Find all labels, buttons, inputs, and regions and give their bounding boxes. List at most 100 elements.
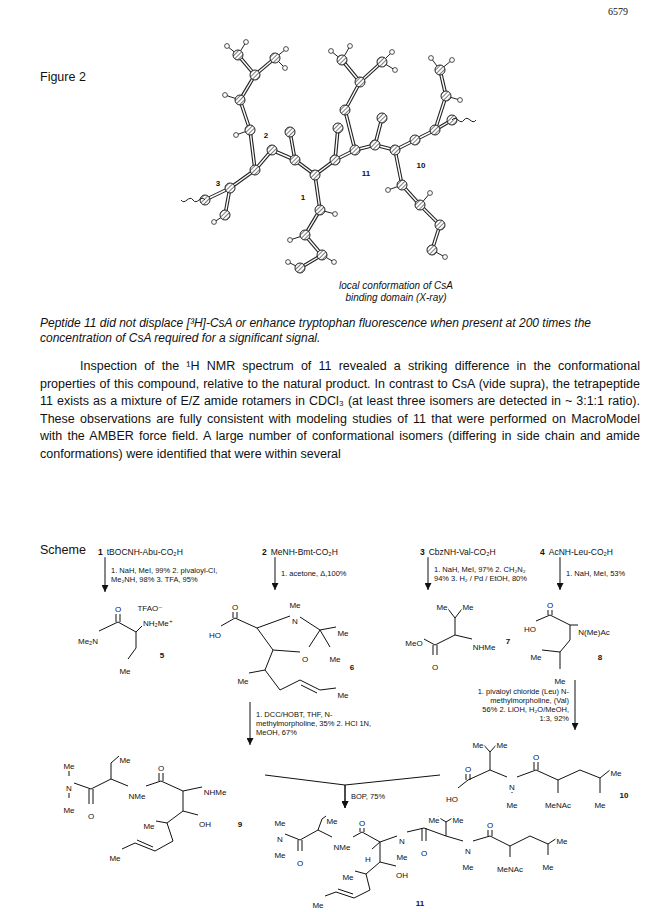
compound-number: 5 (159, 652, 165, 660)
atom-label: O (301, 656, 309, 664)
reagent-label: 1. acetone, Δ,100% (281, 569, 381, 578)
atom-label: Me (341, 874, 354, 882)
bond (257, 616, 290, 628)
bond (570, 625, 578, 626)
atom (285, 127, 295, 137)
reaction-arrow (345, 775, 440, 808)
bond (320, 688, 336, 690)
atom-label: NH₂Me⁺ (142, 620, 174, 628)
atom (377, 113, 387, 123)
atom-label: O (358, 820, 366, 828)
bond (560, 640, 570, 652)
reaction-arrow (105, 557, 106, 592)
bond (353, 832, 362, 837)
bond (167, 811, 183, 823)
atom-label: Me (108, 855, 121, 863)
label-anchor: 1. DCC/HOBT, THF, N-methylmorpholine, 35… (256, 710, 381, 737)
bond (99, 622, 118, 631)
atom-label: O (231, 604, 239, 612)
bond (285, 834, 300, 840)
atom (397, 180, 407, 190)
atom (430, 125, 440, 135)
atom-label: Me (325, 818, 338, 826)
compound-number: 9 (237, 821, 243, 829)
atom-label: NHMe (472, 644, 497, 652)
atom-label: Me (471, 742, 484, 750)
atom-label: Me (336, 692, 349, 700)
bond (407, 828, 424, 832)
bond (560, 652, 561, 669)
bond (435, 635, 455, 645)
compound-number: 4 (540, 547, 545, 557)
bond (446, 822, 447, 836)
atom (250, 165, 260, 175)
atom-label: O (464, 766, 472, 774)
chain-break (181, 198, 205, 201)
atom (300, 230, 310, 240)
label-anchor: Figure 2 (40, 70, 86, 84)
bond (422, 828, 423, 841)
atom-label: Me (435, 604, 448, 612)
atom-label: N (508, 784, 516, 792)
hydrogen-atom (332, 260, 337, 265)
bond (580, 770, 600, 778)
atom-label: O (420, 850, 428, 858)
reaction-arrow (275, 557, 276, 590)
atom-label: N (65, 785, 73, 793)
compound-structure: MeMeMeMeOONNMeNMeNOMeMeHOMeMeMeNAcOHMe11… (270, 808, 570, 904)
atom-label: Me (461, 864, 474, 872)
atom (415, 200, 425, 210)
compound-number: 6 (349, 664, 355, 672)
atom-label: Me (451, 817, 464, 825)
bond (490, 752, 491, 770)
bond (536, 770, 558, 780)
label-anchor: 1. NaH, MeI, 53% (566, 569, 646, 578)
atom (290, 155, 300, 165)
residue-number: 11 (361, 170, 371, 178)
label-anchor: 1. pivaloyl chloride (Leu) N-methylmorph… (474, 687, 569, 723)
atom-label: N (276, 836, 284, 844)
reagent-label: 1. pivaloyl chloride (Leu) N-methylmorph… (474, 687, 569, 723)
atom (295, 263, 305, 273)
compound-structure: MeMeMeONHMe7O (400, 590, 515, 668)
atom-label: Me (311, 902, 324, 910)
bond (345, 110, 355, 150)
atom-label: O (546, 602, 554, 610)
bond (146, 781, 161, 786)
label-anchor: BOP, 75% (351, 792, 411, 801)
atom-label: Me (553, 678, 566, 686)
bond (111, 779, 128, 786)
atom-label: N (291, 618, 299, 626)
bond (136, 632, 137, 648)
bond (424, 639, 435, 645)
atom (390, 145, 400, 155)
atom (235, 95, 245, 105)
bond (183, 787, 202, 791)
bond (122, 843, 135, 849)
atom-label: MeNAc (496, 866, 524, 874)
atom-label: O (157, 765, 165, 773)
bond (155, 841, 173, 851)
atom-label: Me (395, 854, 408, 862)
bond (558, 780, 559, 793)
bond (558, 770, 580, 780)
atom-label: Me (555, 838, 568, 846)
atom-label: Me (273, 852, 286, 860)
hydrogen-atom (223, 93, 228, 98)
reaction-arrow (265, 775, 345, 808)
atom-label: Me (328, 656, 341, 664)
bond (280, 680, 300, 690)
atom-label: N(Me)Ac (577, 629, 611, 637)
bond (302, 840, 303, 851)
bond (309, 630, 320, 647)
bond (530, 836, 548, 844)
compound-name: 4 AcNH-Leu-CO₂H (540, 547, 613, 557)
atom (350, 145, 360, 155)
bond (137, 840, 153, 847)
atom-label: Me (118, 668, 131, 676)
compound-name-text: AcNH-Leu-CO₂H (549, 547, 613, 557)
atom-label: O (486, 822, 494, 830)
atom (340, 105, 350, 115)
atom-label: Me (142, 823, 155, 831)
bond (345, 110, 355, 150)
